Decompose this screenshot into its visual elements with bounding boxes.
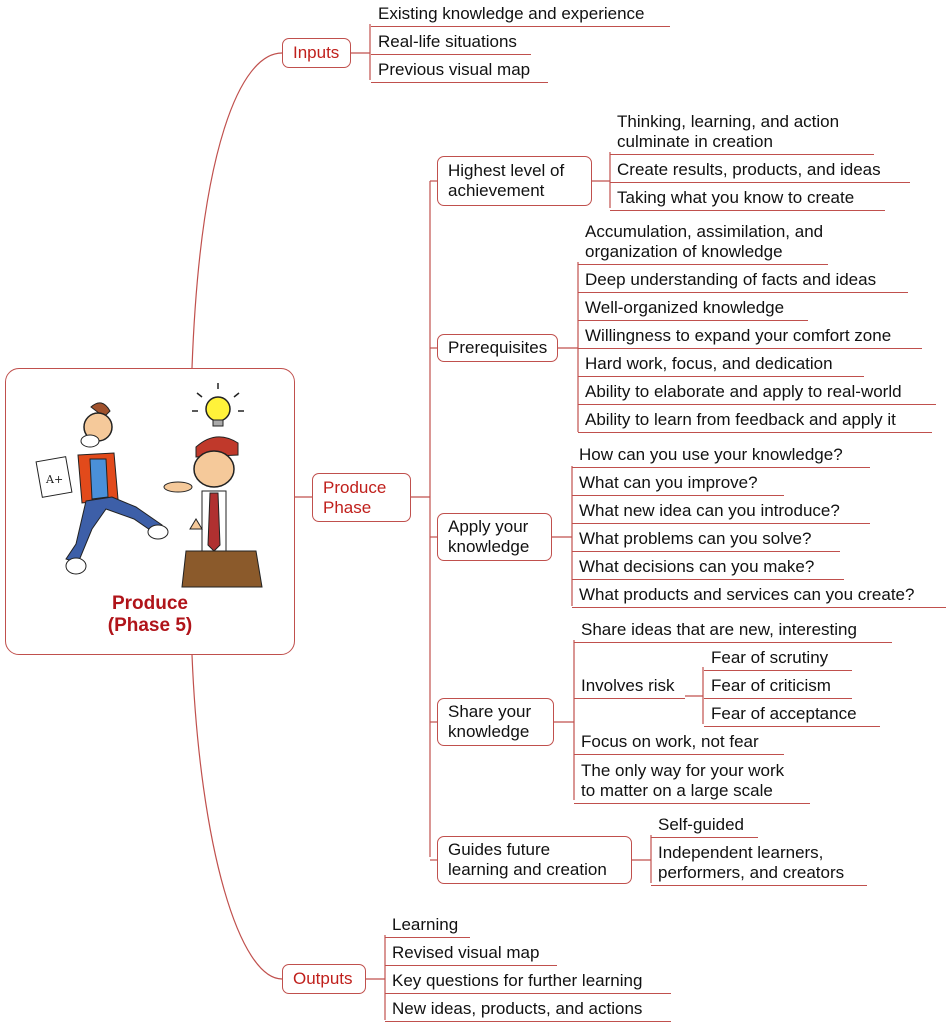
produce-phase-label: Produce Phase — [323, 477, 387, 517]
outputs-item: Revised visual map — [385, 943, 557, 966]
prerequisites-item: Ability to learn from feedback and apply… — [578, 410, 932, 433]
share-item-involves-risk: Involves risk — [574, 676, 685, 699]
inputs-item: Existing knowledge and experience — [371, 4, 670, 27]
apply-item: What problems can you solve? — [572, 529, 840, 552]
lightbulb-icon — [192, 383, 244, 427]
apply-item: What new idea can you introduce? — [572, 501, 870, 524]
prerequisites-node[interactable]: Prerequisites — [437, 334, 558, 362]
apply-item: What products and services can you creat… — [572, 585, 946, 608]
outputs-node[interactable]: Outputs — [282, 964, 366, 994]
highest-item: Create results, products, and ideas — [610, 160, 910, 183]
risk-item: Fear of criticism — [704, 676, 852, 699]
prerequisites-item: Well-organized knowledge — [578, 298, 808, 321]
inputs-node[interactable]: Inputs — [282, 38, 351, 68]
inputs-item: Real-life situations — [371, 32, 531, 55]
guides-item: Self-guided — [651, 815, 758, 838]
apply-knowledge-label: Apply your knowledge — [448, 517, 530, 556]
running-student-figure: A+ — [35, 402, 169, 575]
risk-item: Fear of scrutiny — [704, 648, 852, 671]
prerequisites-item: Hard work, focus, and dedication — [578, 354, 864, 377]
outputs-item: New ideas, products, and actions — [385, 999, 671, 1022]
guides-item: Independent learners, performers, and cr… — [651, 843, 867, 886]
thinking-man-figure — [163, 436, 263, 588]
outputs-item: Learning — [385, 915, 470, 938]
share-item: Share ideas that are new, interesting — [574, 620, 892, 643]
prerequisites-item: Willingness to expand your comfort zone — [578, 326, 922, 349]
central-topic-card[interactable]: A+ Produce (Phase 5) — [5, 368, 295, 655]
outputs-item: Key questions for further learning — [385, 971, 671, 994]
apply-item: What can you improve? — [572, 473, 784, 496]
prerequisites-label: Prerequisites — [448, 338, 548, 357]
central-topic-title: Produce (Phase 5) — [107, 593, 193, 636]
prerequisites-item: Accumulation, assimilation, and organiza… — [578, 222, 828, 265]
risk-item: Fear of acceptance — [704, 704, 880, 727]
share-knowledge-node[interactable]: Share your knowledge — [437, 698, 554, 746]
apply-knowledge-node[interactable]: Apply your knowledge — [437, 513, 552, 561]
prerequisites-item: Deep understanding of facts and ideas — [578, 270, 908, 293]
inputs-label: Inputs — [293, 43, 340, 62]
produce-phase-node[interactable]: Produce Phase — [312, 473, 411, 522]
highest-item: Taking what you know to create — [610, 188, 885, 211]
share-item: The only way for your work to matter on … — [574, 761, 810, 804]
share-item: Focus on work, not fear — [574, 732, 784, 755]
prerequisites-item: Ability to elaborate and apply to real-w… — [578, 382, 936, 405]
apply-item: How can you use your knowledge? — [572, 445, 870, 468]
apply-item: What decisions can you make? — [572, 557, 844, 580]
inputs-item: Previous visual map — [371, 60, 548, 83]
svg-text:A+: A+ — [45, 473, 63, 486]
share-knowledge-label: Share your knowledge — [448, 702, 532, 741]
cartoon-illustration: A+ — [35, 383, 263, 588]
highest-achievement-node[interactable]: Highest level of achievement — [437, 156, 592, 206]
highest-achievement-label: Highest level of achievement — [448, 161, 565, 200]
guides-learning-node[interactable]: Guides future learning and creation — [437, 836, 632, 884]
outputs-label: Outputs — [293, 969, 353, 988]
highest-item: Thinking, learning, and action culminate… — [610, 112, 874, 155]
guides-learning-label: Guides future learning and creation — [448, 840, 607, 879]
